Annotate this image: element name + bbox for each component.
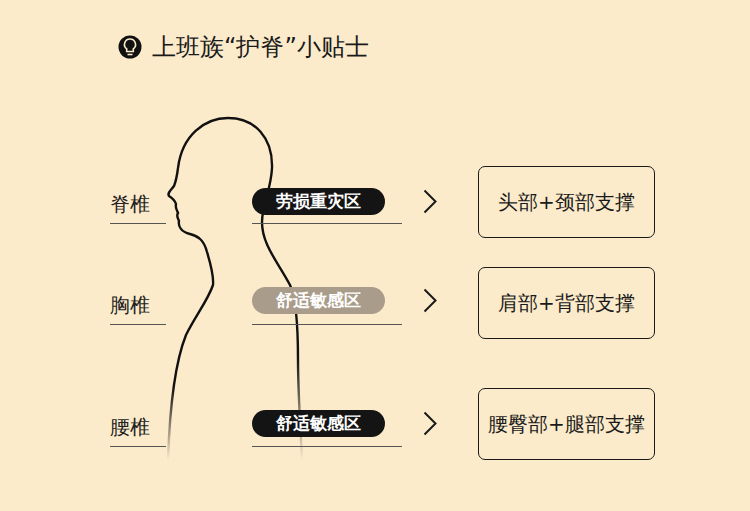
support-box: 腰臀部+腿部支撑 xyxy=(478,388,655,460)
title: 上班族“护脊”小贴士 xyxy=(152,31,369,63)
support-text: 肩部+背部支撑 xyxy=(498,290,635,317)
bulb-icon xyxy=(119,36,142,59)
zone-text: 舒适敏感区 xyxy=(276,412,361,435)
chevron-arrow xyxy=(425,191,436,213)
spine-label: 腰椎 xyxy=(110,414,150,441)
chevron-arrow xyxy=(425,290,436,312)
spine-label: 脊椎 xyxy=(110,191,150,218)
support-text: 腰臀部+腿部支撑 xyxy=(488,411,645,438)
support-box: 肩部+背部支撑 xyxy=(478,267,655,339)
chevron-arrow xyxy=(425,413,436,435)
zone-pill: 舒适敏感区 xyxy=(252,410,385,437)
front-outline xyxy=(168,168,213,460)
support-box: 头部+颈部支撑 xyxy=(478,166,655,238)
zone-text: 舒适敏感区 xyxy=(276,289,361,312)
zone-pill: 舒适敏感区 xyxy=(252,287,385,314)
zone-text: 劳损重灾区 xyxy=(276,190,361,213)
support-text: 头部+颈部支撑 xyxy=(498,189,635,216)
underlines xyxy=(110,224,402,447)
spine-label: 胸椎 xyxy=(110,292,150,319)
zone-pill: 劳损重灾区 xyxy=(252,188,385,215)
